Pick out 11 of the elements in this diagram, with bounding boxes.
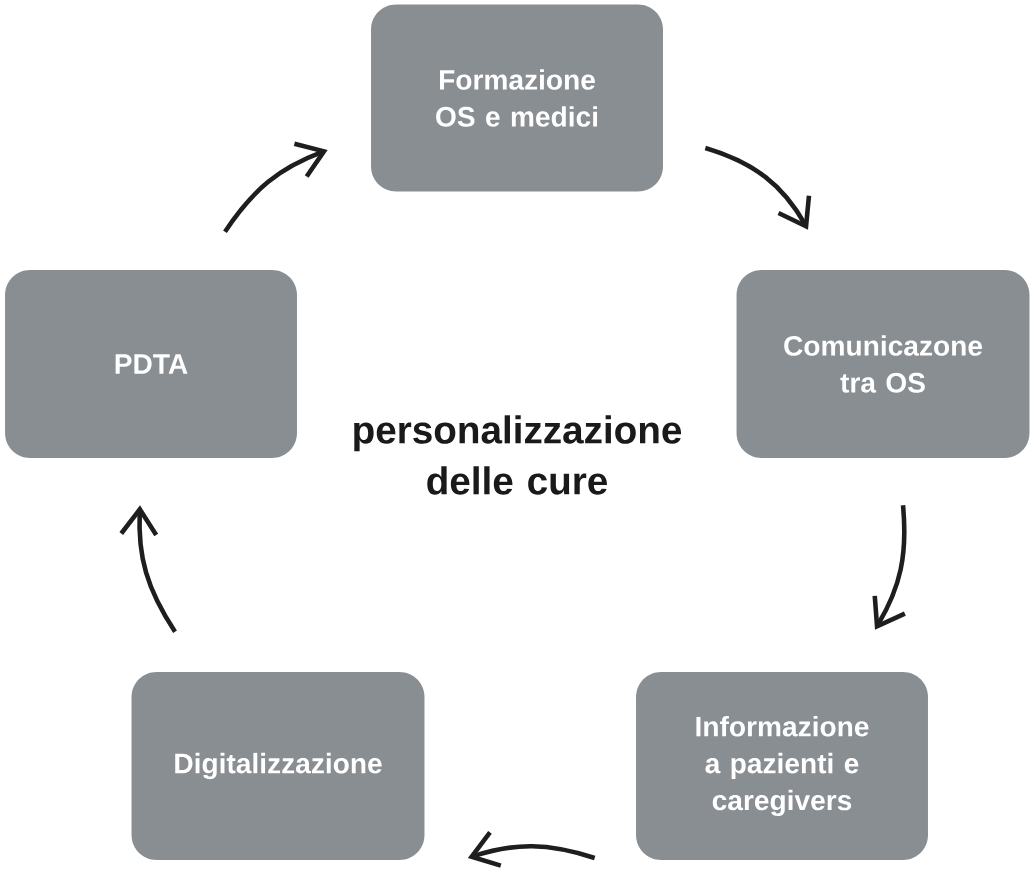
process-box: Formazione OS e medici (371, 4, 663, 192)
process-box: Informazione a pazienti e caregivers (636, 672, 928, 860)
arrow (704, 145, 812, 230)
arrow (119, 505, 177, 633)
process-box: Comunicazone tra OS (736, 270, 1030, 458)
process-box: Digitalizzazione (131, 672, 425, 860)
process-box: PDTA (5, 270, 297, 458)
center-label: personalizzazione delle cure (354, 415, 682, 495)
arrow (223, 141, 328, 233)
arrow (467, 831, 596, 868)
arrow (872, 505, 907, 630)
